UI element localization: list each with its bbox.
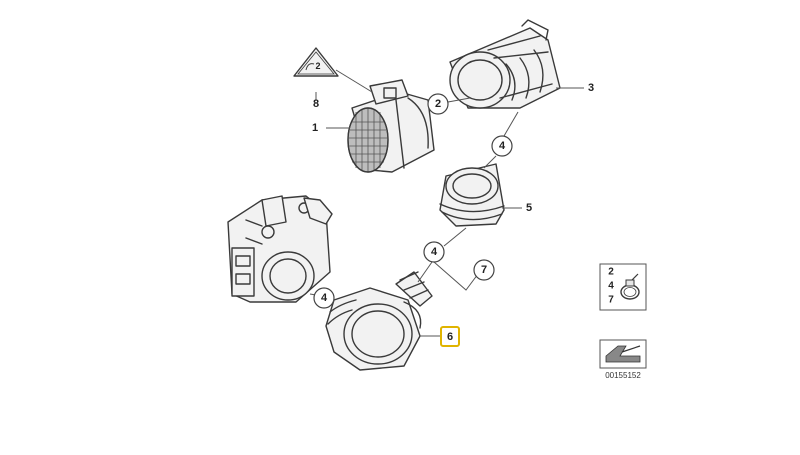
svg-text:4: 4 [321, 292, 328, 304]
svg-text:4: 4 [608, 281, 614, 292]
svg-text:7: 7 [481, 264, 487, 276]
callout-6-highlighted[interactable]: 6 [440, 326, 460, 347]
svg-text:7: 7 [608, 295, 614, 306]
callout-4-middle[interactable]: 4 [423, 241, 445, 263]
mesh-screen [349, 108, 387, 172]
part-8-warning-symbol[interactable]: 2 [293, 47, 339, 77]
svg-text:3: 3 [588, 82, 594, 94]
legend-symbol-box[interactable] [599, 339, 647, 369]
legend-hose-clamp[interactable]: 2 4 7 [599, 263, 647, 311]
callout-8[interactable]: 8 [313, 98, 319, 110]
svg-text:2: 2 [608, 267, 614, 278]
callout-1[interactable]: 1 [312, 122, 318, 134]
svg-text:2: 2 [435, 98, 441, 110]
warning-symbol-text: 2 [315, 61, 320, 71]
svg-text:1: 1 [312, 122, 318, 134]
svg-text:4: 4 [499, 140, 506, 152]
hand-icon [305, 63, 315, 71]
callout-2[interactable]: 2 [427, 93, 449, 115]
svg-text:5: 5 [526, 202, 532, 214]
wrench-arrow-icon [605, 345, 641, 363]
callout-5[interactable]: 5 [526, 202, 532, 214]
callout-4-upper[interactable]: 4 [491, 135, 513, 157]
callout-3[interactable]: 3 [588, 82, 594, 94]
part-1-air-mass-meter[interactable] [347, 79, 435, 173]
svg-text:8: 8 [313, 98, 319, 110]
svg-text:6: 6 [447, 331, 453, 343]
svg-text:4: 4 [431, 246, 438, 258]
part-5-rubber-boot[interactable] [439, 163, 505, 227]
part-6-intake-elbow[interactable] [325, 271, 433, 371]
throttle-body[interactable] [227, 195, 333, 303]
hose-clamp-icon [620, 273, 640, 300]
part-3-intake-boot[interactable] [449, 19, 561, 109]
callout-7[interactable]: 7 [473, 259, 495, 281]
callout-4-lower[interactable]: 4 [313, 287, 335, 309]
diagram-id: 00155152 [605, 371, 641, 380]
